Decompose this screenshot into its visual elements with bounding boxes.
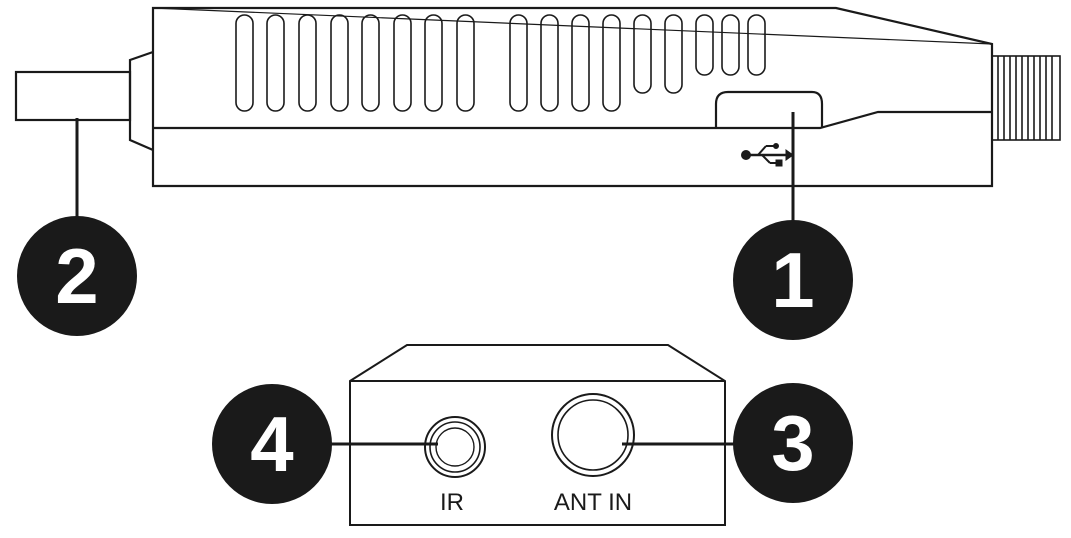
body-seam-line <box>153 110 992 130</box>
callout-4: 4 <box>212 384 332 504</box>
callout-2-number: 2 <box>55 232 98 320</box>
left-plug <box>14 70 132 122</box>
callout-4-number: 4 <box>250 400 293 488</box>
f-connector-thread <box>991 55 1061 141</box>
ir-port-label: IR <box>440 489 464 516</box>
ir-port-inner <box>435 427 475 467</box>
left-collar <box>128 50 154 152</box>
device-side-view <box>14 6 1061 188</box>
vent-slots <box>235 14 766 112</box>
end-panel-outline <box>349 344 726 526</box>
callout-1: 1 <box>733 220 853 340</box>
antenna-port-label: ANT IN <box>554 489 632 516</box>
ir-port-outer <box>424 416 486 478</box>
antenna-port-inner <box>557 399 629 471</box>
device-end-view <box>349 344 726 526</box>
callout-3-number: 3 <box>771 399 814 487</box>
body-top-bevel <box>152 7 993 45</box>
usb-icon <box>741 143 794 167</box>
antenna-port-outer <box>551 393 635 477</box>
callout-3: 3 <box>733 383 853 503</box>
callout-1-number: 1 <box>771 236 814 324</box>
usb-port <box>714 90 824 128</box>
ir-port-ring <box>429 421 481 473</box>
callout-2: 2 <box>17 216 137 336</box>
